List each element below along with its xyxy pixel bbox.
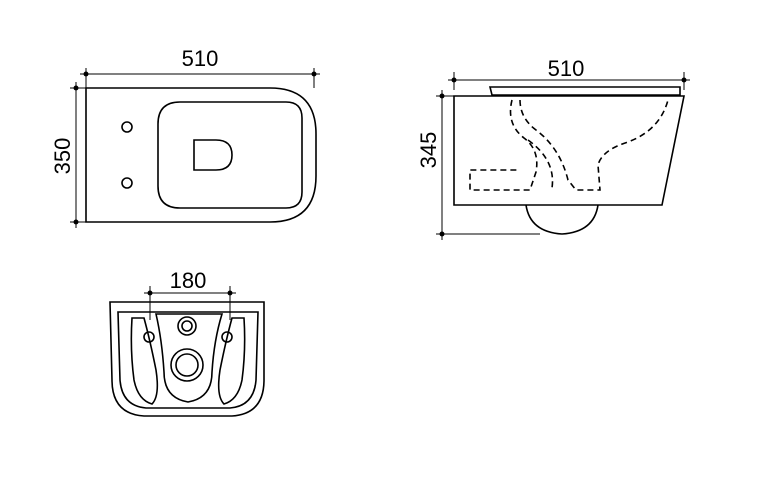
rear-inner-outline: [117, 311, 259, 409]
top-mounting-hole: [121, 121, 133, 133]
rear-spacing-label: 180: [170, 268, 207, 293]
rear-central-outlet: [154, 313, 224, 403]
side-trap-back: [519, 99, 669, 191]
top-width-label: 510: [182, 46, 219, 71]
rear-left-channel: [130, 317, 159, 405]
rear-spacing-dimension: 180: [144, 268, 236, 320]
top-outline: [85, 87, 317, 223]
rear-waste-outlet: [170, 348, 204, 382]
top-depth-dimension: 350: [50, 82, 86, 228]
top-mounting-hole: [121, 177, 133, 189]
top-seat-opening: [157, 101, 303, 209]
top-drain: [193, 139, 233, 171]
side-trap-inner: [527, 139, 554, 189]
side-trap-front: [469, 99, 538, 191]
rear-mounting-hole: [221, 331, 233, 343]
side-width-label: 510: [548, 56, 585, 81]
rear-view: 180: [109, 268, 265, 417]
top-depth-label: 350: [50, 138, 75, 175]
top-width-dimension: 510: [80, 46, 320, 88]
rear-outline: [109, 301, 265, 417]
side-view: 510 345: [416, 56, 690, 240]
side-height-dimension: 345: [416, 90, 540, 240]
top-view: 510 350: [50, 46, 320, 228]
side-seat: [488, 86, 681, 96]
rear-right-channel: [217, 317, 246, 405]
rear-water-inlet: [177, 316, 197, 336]
rear-mounting-hole: [143, 331, 155, 343]
rear-water-inlet-inner: [181, 320, 193, 332]
rear-waste-outlet-inner: [175, 353, 199, 377]
side-bowl-bottom: [525, 204, 599, 235]
side-height-label: 345: [416, 132, 441, 169]
side-body: [453, 95, 685, 206]
side-width-dimension: 510: [448, 56, 690, 90]
